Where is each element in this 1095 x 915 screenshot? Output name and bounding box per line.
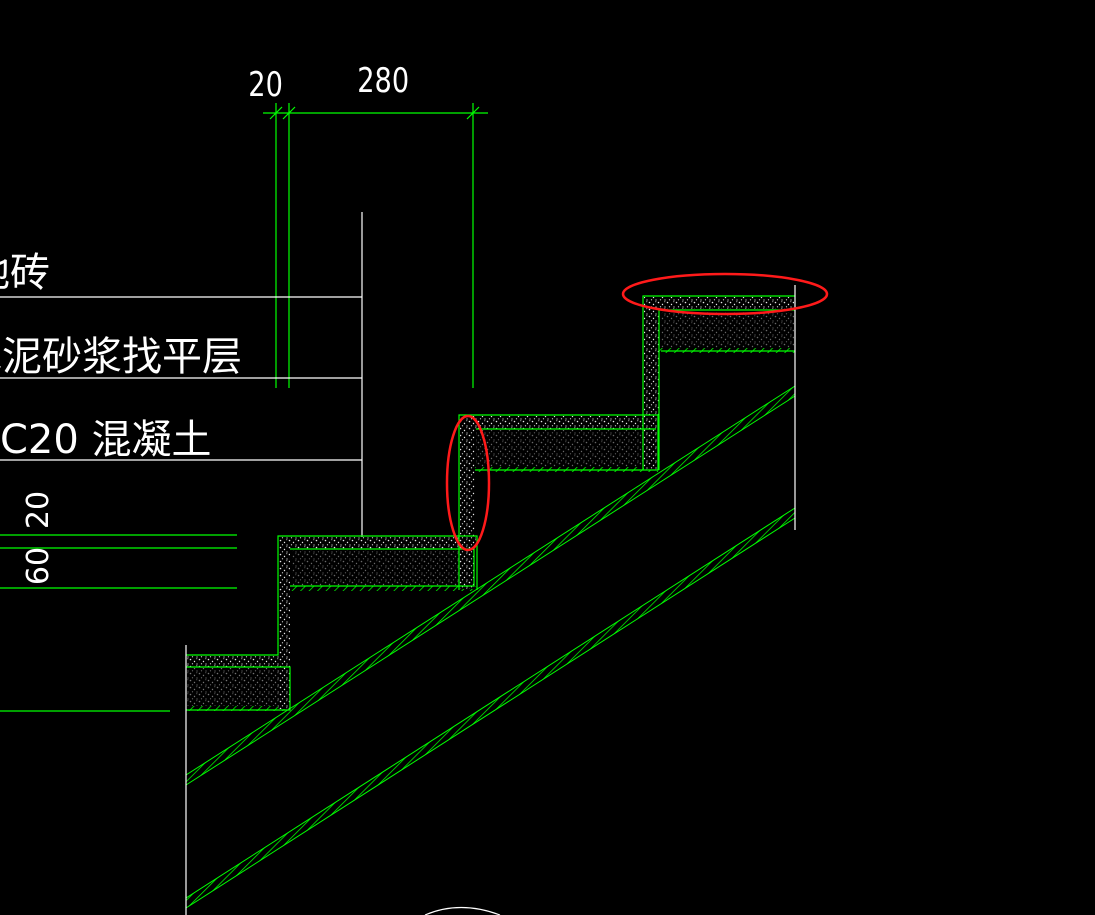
dimension-20-side: 20 <box>21 491 56 529</box>
dimension-20-top: 20 <box>248 65 283 105</box>
slab-bottom-hatch <box>186 508 795 908</box>
highlight-top-tread-ellipse <box>621 272 829 316</box>
step-2-riser-finish <box>278 537 290 709</box>
layer-label-tile: 地砖 <box>0 250 50 296</box>
step-1-concrete <box>186 668 290 706</box>
slab-top-hatch <box>186 386 795 785</box>
layer-label-concrete: 厚C20 混凝土 <box>0 417 212 463</box>
step-4-concrete <box>661 312 794 348</box>
stair-section <box>185 285 796 915</box>
step-3-tread-finish <box>460 416 658 429</box>
bottom-arc <box>424 906 501 915</box>
step-2-tread-finish <box>278 537 476 549</box>
layer-label-mortar: 水泥砂浆找平层 <box>0 334 242 380</box>
step-4-tread-finish <box>644 297 794 309</box>
step-2-base-hatch <box>290 586 476 591</box>
dimension-60-side: 60 <box>21 547 56 585</box>
step-3-concrete <box>476 430 656 467</box>
top-dimension <box>263 103 488 388</box>
highlight-riser-ellipse <box>445 414 491 552</box>
step-2-concrete <box>292 550 474 586</box>
step-4-riser-finish <box>644 297 659 470</box>
step-1-tread-finish <box>186 656 290 667</box>
side-dimension <box>0 534 237 712</box>
dimension-280: 280 <box>357 61 409 101</box>
step-1-base-hatch <box>186 706 290 711</box>
step-3-riser-finish <box>460 416 475 589</box>
layer-leader-lines <box>0 212 363 545</box>
